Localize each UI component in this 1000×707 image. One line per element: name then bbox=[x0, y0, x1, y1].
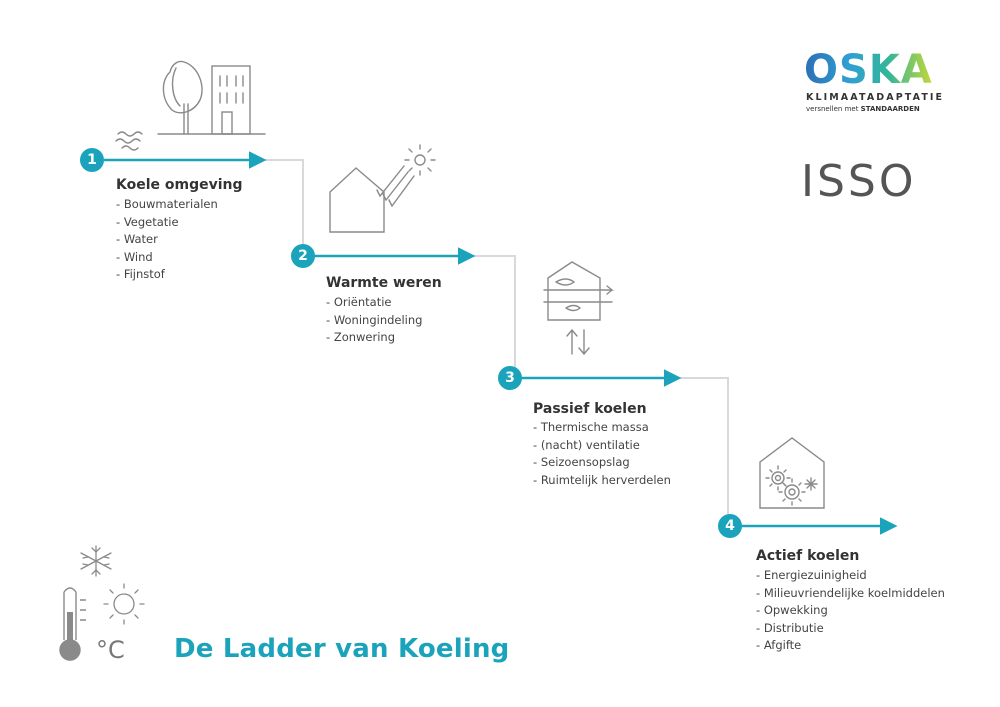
list-item: Fijnstof bbox=[116, 266, 218, 284]
list-item: Afgifte bbox=[756, 637, 945, 655]
oska-wordmark: OSKA bbox=[804, 47, 933, 93]
thermometer-icon bbox=[59, 587, 86, 661]
celsius-label: °C bbox=[96, 636, 125, 664]
step-3-list: Thermische massa (nacht) ventilatie Seiz… bbox=[533, 419, 671, 489]
snowflake-icon bbox=[80, 545, 112, 577]
house-gears-icon bbox=[759, 437, 825, 509]
list-item: Distributie bbox=[756, 620, 945, 638]
list-item: Vegetatie bbox=[116, 214, 218, 232]
step-4-title: Actief koelen bbox=[756, 548, 860, 564]
list-item: Woningindeling bbox=[326, 312, 423, 330]
list-item: Milieuvriendelijke koelmiddelen bbox=[756, 585, 945, 603]
oska-tagline-1: KLIMAATADAPTATIE bbox=[806, 92, 945, 103]
list-item: Seizoensopslag bbox=[533, 454, 671, 472]
step-arrows bbox=[104, 151, 898, 535]
house-ventilation-icon bbox=[543, 261, 614, 356]
list-item: Zonwering bbox=[326, 329, 422, 347]
step-1-list: Bouwmaterialen Vegetatie Water Wind Fijn… bbox=[116, 196, 218, 284]
list-item: Water bbox=[116, 231, 218, 249]
list-item: Energiezuinigheid bbox=[756, 567, 945, 585]
step-2-badge: 2 bbox=[291, 244, 315, 268]
connector-2-3 bbox=[474, 255, 516, 378]
step-3-badge: 3 bbox=[498, 366, 522, 390]
list-item: (nacht) ventilatie bbox=[533, 437, 671, 455]
connector-3-4 bbox=[680, 377, 729, 526]
page-title: De Ladder van Koeling bbox=[174, 634, 510, 664]
step-3-title: Passief koelen bbox=[533, 401, 647, 417]
sun-icon bbox=[103, 583, 145, 625]
step-4-list: Energiezuinigheid Milieuvriendelijke koe… bbox=[756, 567, 945, 655]
house-sun-icon bbox=[329, 144, 436, 233]
list-item: Opwekking bbox=[756, 602, 945, 620]
oska-tagline-2-prefix: versnellen met bbox=[806, 105, 861, 113]
list-item: Wind bbox=[116, 249, 218, 267]
step-1-title: Koele omgeving bbox=[116, 177, 243, 193]
isso-logo: ISSO bbox=[801, 156, 917, 207]
oska-tagline-2: versnellen met STANDAARDEN bbox=[806, 105, 920, 113]
oska-logo: OSKA KLIMAATADAPTATIE versnellen met STA… bbox=[800, 50, 950, 120]
list-item: Thermische massa bbox=[533, 419, 671, 437]
list-item: Oriëntatie bbox=[326, 294, 422, 312]
step-2-title: Warmte weren bbox=[326, 275, 442, 291]
list-item: Bouwmaterialen bbox=[116, 196, 218, 214]
step-1-badge: 1 bbox=[80, 148, 104, 172]
step-4-badge: 4 bbox=[718, 514, 742, 538]
step-2-list: Oriëntatie Woningindeling Zonwering bbox=[326, 294, 423, 347]
step-connectors bbox=[265, 159, 729, 526]
list-item: Ruimtelijk herverdelen bbox=[533, 472, 671, 490]
trees-building-icon bbox=[115, 60, 266, 151]
connector-1-2 bbox=[265, 159, 304, 256]
oska-tagline-2-bold: STANDAARDEN bbox=[860, 105, 920, 113]
